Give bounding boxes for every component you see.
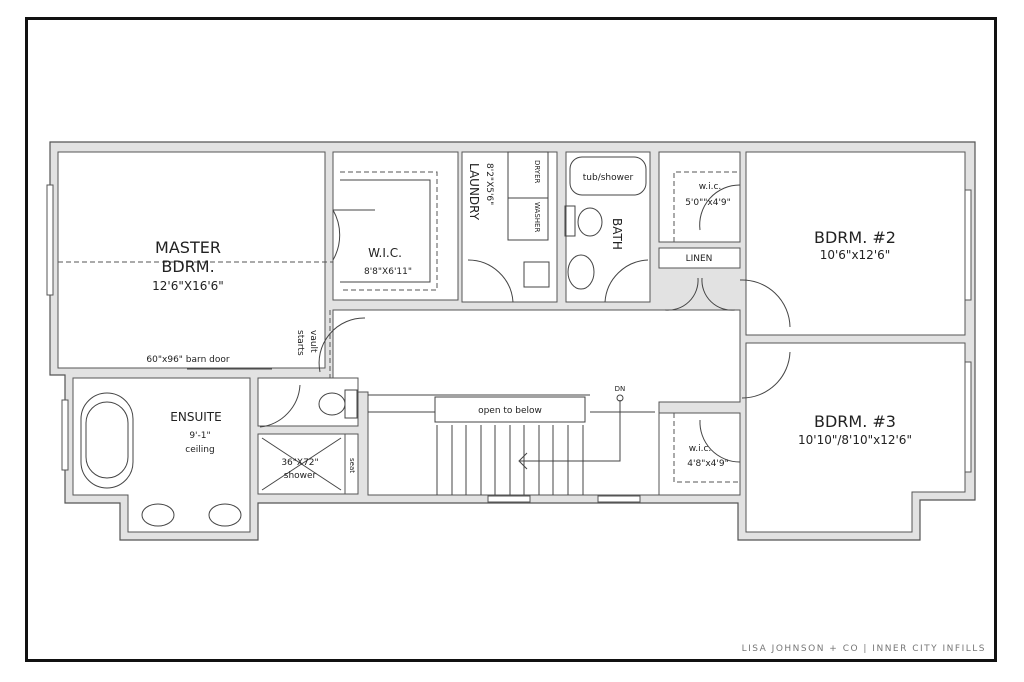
bdrm3-label: BDRM. #3 [814, 412, 896, 431]
open-to-below-label: open to below [478, 406, 542, 416]
door-arc [701, 277, 736, 311]
wic3-room [658, 412, 741, 496]
toilet-area [257, 377, 359, 427]
stair-treads [436, 425, 584, 495]
bath-room [565, 151, 651, 303]
master-label: MASTER [155, 238, 221, 257]
window [964, 189, 972, 301]
door-arc [318, 317, 366, 373]
shower-size: 36"X72" [281, 458, 318, 468]
dn-label: DN [615, 385, 626, 393]
ensuite-room [72, 377, 251, 533]
door-arc [467, 259, 514, 303]
bdrm3-size: 10'10"/8'10"x12'6" [798, 433, 912, 447]
bath-label: BATH [610, 218, 624, 250]
ensuite-ceiling-2: ceiling [185, 445, 214, 455]
footer-credit: LISA JOHNSON + CO | INNER CITY INFILLS [741, 644, 986, 654]
bedroom-3 [745, 342, 966, 533]
linen-closet [658, 247, 741, 269]
bdrm2-size: 10'6"x12'6" [820, 248, 891, 262]
washer-label: WASHER [533, 202, 541, 232]
door-arc [332, 209, 341, 261]
ensuite-ceiling: 9'-1" [189, 431, 210, 441]
master-size: 12'6"X16'6" [152, 279, 224, 293]
door-arc [739, 279, 791, 328]
wic2-size: 5'0""x4'9" [685, 198, 731, 208]
wic-size: 8'8"X6'11" [364, 267, 412, 277]
seat-label: seat [348, 458, 356, 473]
shower-seat [344, 433, 359, 495]
window [964, 361, 972, 473]
dryer-label: DRYER [533, 160, 541, 184]
laundry-label: LAUNDRY [467, 163, 481, 221]
vault-note-2: starts [295, 330, 305, 356]
door-arc [664, 277, 699, 311]
door-arc [699, 184, 741, 231]
laundry-room [461, 151, 558, 303]
door-arc [259, 384, 301, 428]
door-arc [604, 259, 649, 303]
vault-note: vault [308, 330, 318, 353]
stair-direction-arrow [520, 400, 621, 462]
wic3-size: 4'8"x4'9" [687, 459, 728, 469]
master-label-2: BDRM. [161, 257, 214, 276]
window [597, 495, 641, 503]
drawing-border [25, 17, 997, 662]
wic3-label: w.i.c. [689, 444, 712, 454]
wic-room [332, 151, 459, 301]
window [46, 184, 54, 296]
wic2-label: w.i.c. [699, 182, 722, 192]
bedroom-2 [745, 151, 966, 336]
ensuite-label: ENSUITE [170, 410, 221, 424]
tub-label: tub/shower [583, 173, 634, 183]
window [61, 399, 69, 471]
door-arc [741, 351, 791, 399]
door-arc [699, 419, 741, 463]
master-bedroom [57, 151, 326, 369]
linen-label: LINEN [686, 254, 713, 264]
barn-door-note: 60"x96" barn door [146, 355, 229, 365]
shower-label: shower [284, 471, 317, 481]
bdrm2-label: BDRM. #2 [814, 228, 896, 247]
wic-label: W.I.C. [368, 246, 402, 260]
window [487, 495, 531, 503]
laundry-size: 8'2"X5'6" [484, 163, 494, 205]
